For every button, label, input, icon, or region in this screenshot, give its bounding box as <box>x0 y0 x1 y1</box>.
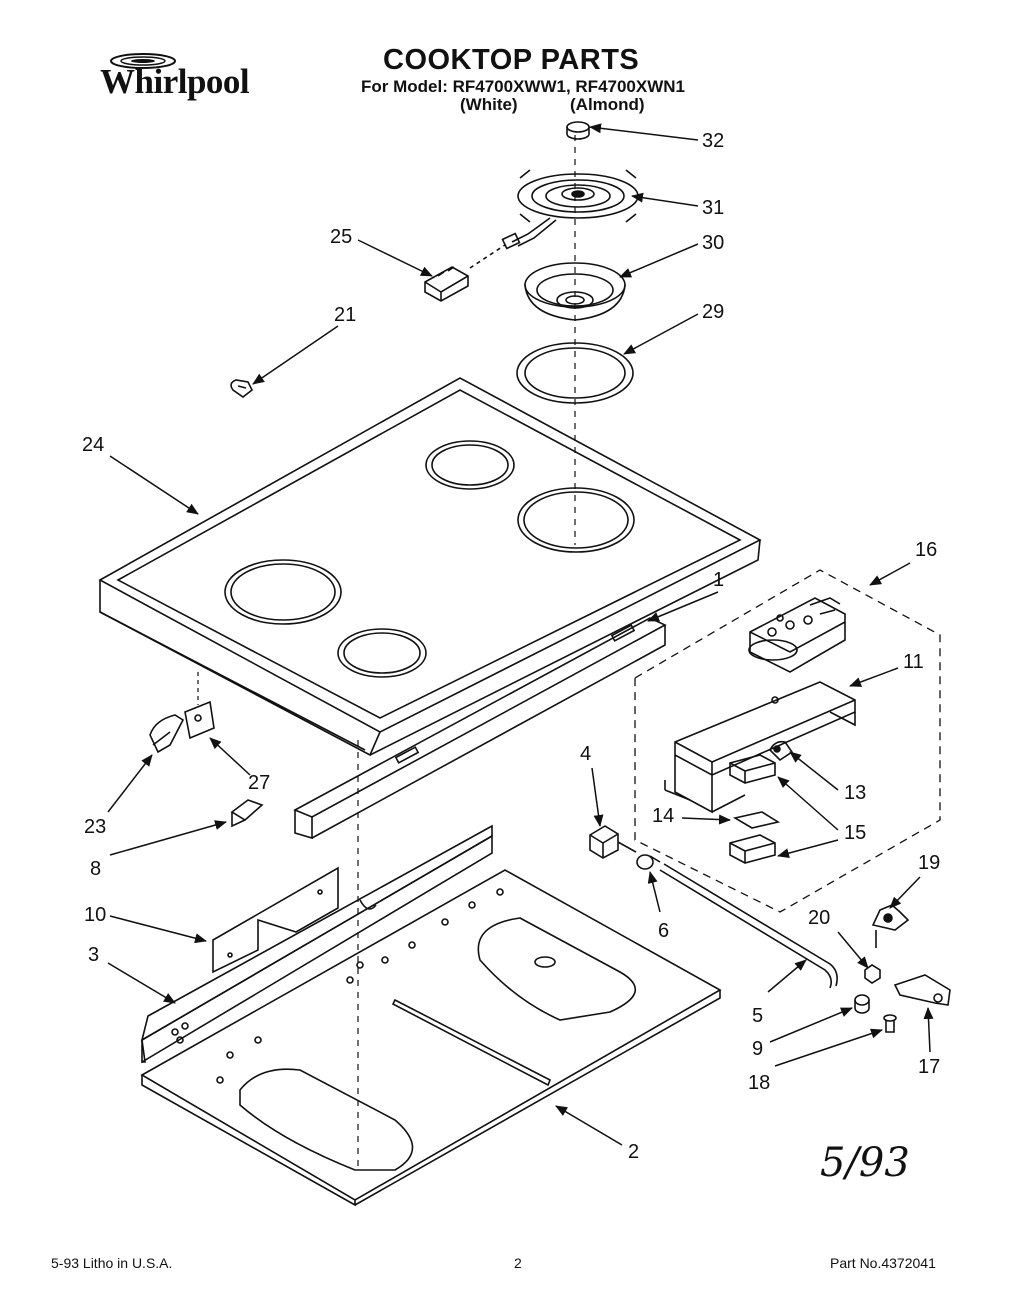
part-label-21: 21 <box>334 304 356 326</box>
part-label-5: 5 <box>752 1005 763 1027</box>
switch-assembly-outline <box>634 569 941 913</box>
part-label-3: 3 <box>88 944 99 966</box>
part-label-15: 15 <box>844 822 866 844</box>
part-label-2: 2 <box>628 1141 639 1163</box>
clip-part <box>230 379 254 398</box>
screw-part <box>883 1014 897 1033</box>
heat-shield-part <box>212 866 339 974</box>
part-label-1: 1 <box>713 569 724 591</box>
spacer-part <box>854 994 870 1014</box>
part-label-9: 9 <box>752 1038 763 1060</box>
shaft-rod-part <box>659 863 838 989</box>
part-label-10: 10 <box>84 904 106 926</box>
infinite-switch-part <box>748 597 846 673</box>
footer-litho: 5-93 Litho in U.S.A. <box>51 1255 173 1271</box>
knob-part <box>566 121 590 140</box>
nut-part <box>864 964 881 984</box>
model-line: For Model: RF4700XWW1, RF4700XWN1 <box>361 77 686 96</box>
side-clip-part <box>230 799 264 828</box>
whirlpool-logo: Whirlpool <box>100 62 250 101</box>
part-label-24: 24 <box>82 434 104 456</box>
part-label-19: 19 <box>918 852 940 874</box>
part-label-32: 32 <box>702 130 724 152</box>
surface-element-part <box>501 169 639 250</box>
part-label-8: 8 <box>90 858 101 880</box>
door-lock-bracket-part <box>871 904 910 948</box>
whirlpool-swirl-icon <box>110 53 176 69</box>
handwritten-date-note: 5/93 <box>820 1140 910 1186</box>
page-title: COOKTOP PARTS <box>383 44 640 76</box>
part-label-20: 20 <box>808 907 830 929</box>
switch-bracket-part <box>664 681 856 814</box>
part-label-27: 27 <box>248 772 270 794</box>
connector-part <box>636 854 661 870</box>
insulator-part <box>732 811 781 829</box>
part-label-4: 4 <box>580 743 591 765</box>
cooktop-main-top <box>98 377 762 757</box>
bottom-pan-part <box>140 869 722 1207</box>
front-rail-part <box>293 617 667 840</box>
hinge-part <box>184 700 215 740</box>
switch-plug-part <box>589 825 637 859</box>
hinge-bracket-part <box>149 714 185 754</box>
part-label-14: 14 <box>652 805 674 827</box>
part-label-23: 23 <box>84 816 106 838</box>
part-label-30: 30 <box>702 232 724 254</box>
part-label-18: 18 <box>748 1072 770 1094</box>
footer-page-number: 2 <box>514 1255 522 1271</box>
terminal-block-part <box>424 266 469 302</box>
part-label-17: 17 <box>918 1056 940 1078</box>
switch-contact-part <box>729 754 776 864</box>
part-label-11: 11 <box>903 651 924 673</box>
part-label-29: 29 <box>702 301 724 323</box>
latch-plate-part <box>893 974 951 1006</box>
part-label-25: 25 <box>330 226 352 248</box>
variant-white: (White) <box>460 95 518 114</box>
front-panel-part <box>140 824 493 1064</box>
part-label-13: 13 <box>844 782 866 804</box>
variant-almond: (Almond) <box>570 95 645 114</box>
footer-part-number: Part No.4372041 <box>830 1255 936 1271</box>
indicator-light-part <box>769 740 794 762</box>
part-label-16: 16 <box>915 539 937 561</box>
part-label-31: 31 <box>702 197 724 219</box>
part-label-6: 6 <box>658 920 669 942</box>
